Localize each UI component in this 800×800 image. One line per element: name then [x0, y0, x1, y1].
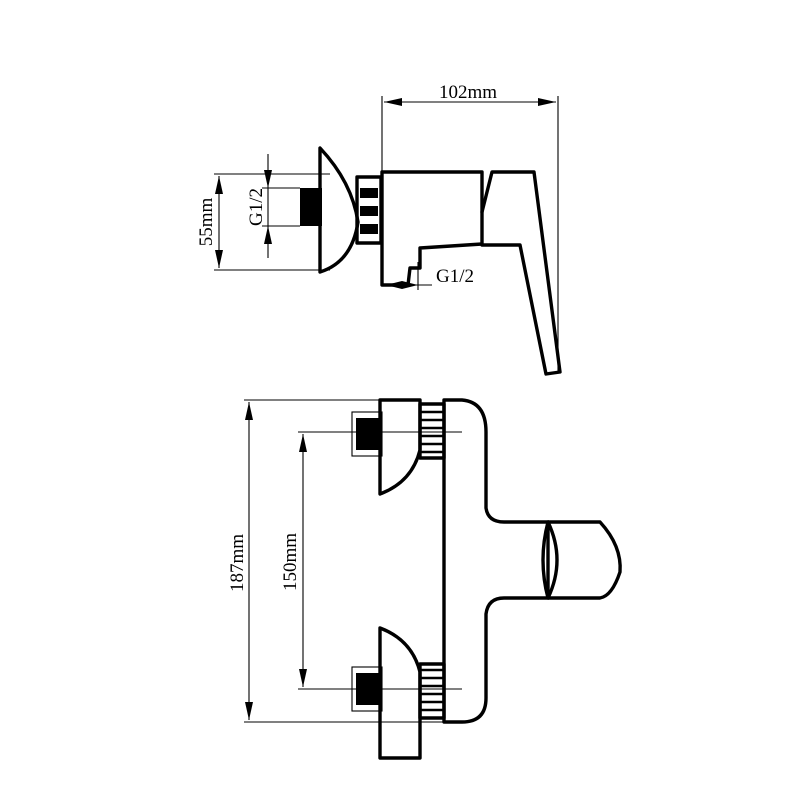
front-view: 187mm 150mm: [227, 398, 622, 760]
dimension-label-g12-inlet: G1/2: [246, 188, 267, 226]
escutcheon-upper: [378, 398, 422, 496]
dimension-label-102mm: 102mm: [439, 82, 497, 103]
inlet-thread-lower: [351, 666, 383, 712]
escutcheon-lower: [378, 626, 422, 760]
connection-nut: [355, 175, 383, 245]
side-view: 102mm 55mm G1/2: [196, 82, 562, 376]
lever-handle-side: [480, 170, 562, 376]
dimension-g12-outlet: G1/2: [386, 262, 474, 290]
dimension-label-g12-outlet: G1/2: [436, 266, 474, 287]
nut-lower: [418, 662, 446, 720]
lever-handle-front: [541, 520, 622, 600]
dimension-label-187mm: 187mm: [227, 534, 248, 592]
escutcheon-side: [318, 146, 360, 274]
dimension-label-55mm: 55mm: [196, 198, 217, 247]
dimension-g12-inlet: G1/2: [246, 154, 300, 258]
inlet-thread: [300, 188, 322, 226]
dimension-187mm: 187mm: [227, 399, 460, 723]
dimension-label-150mm: 150mm: [280, 533, 301, 591]
dimension-102mm: 102mm: [381, 82, 559, 372]
inlet-thread-upper: [351, 411, 383, 457]
dimension-150mm: 150mm: [280, 431, 462, 690]
nut-upper: [418, 402, 446, 460]
dimension-55mm: 55mm: [196, 173, 330, 271]
mixer-body-front: [442, 398, 550, 724]
lever-handle-front-edge: [546, 520, 559, 600]
